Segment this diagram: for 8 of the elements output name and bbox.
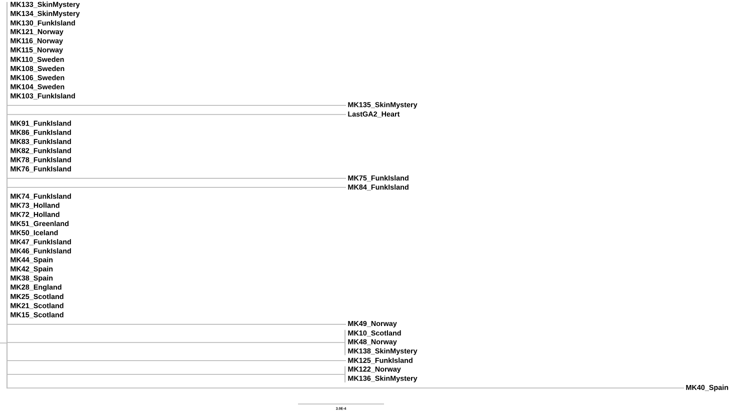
branch-line: [7, 374, 345, 375]
branch-line: [0, 342, 7, 344]
branch-line: [7, 114, 346, 115]
branch-line: [7, 342, 345, 343]
branch-line: [7, 187, 346, 188]
branch-line: [7, 360, 346, 361]
branch-line: [7, 105, 346, 106]
branch-line: [7, 178, 346, 179]
